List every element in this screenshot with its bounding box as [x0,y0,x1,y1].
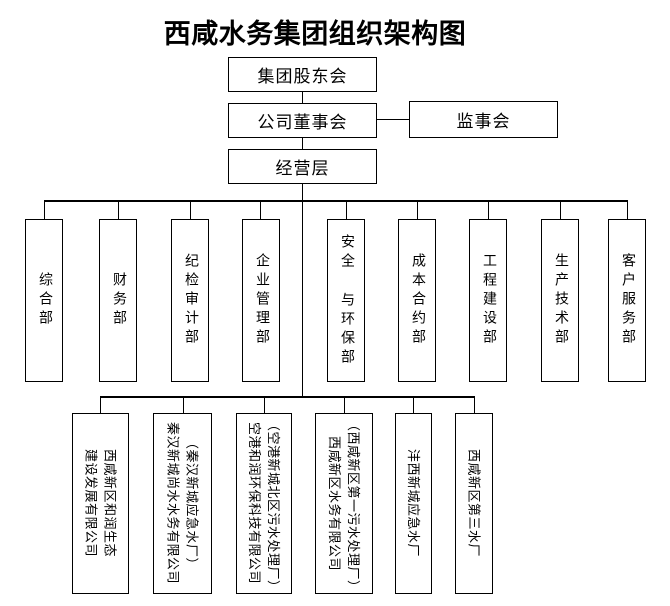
shareholders-label: 集团股东会 [257,67,348,86]
management-box: 经营层 [228,149,377,184]
dept-label: 生产技术部 [553,253,568,348]
connector-line [626,200,628,219]
connector-line [343,396,345,413]
dept-box-kehu-fuwu: 客户服务部 [608,219,646,382]
connector-line [416,200,418,219]
connector-line [189,200,191,219]
subsidiary-name-line: 西咸新区水务有限公司 [327,435,342,571]
connector-line [377,118,409,120]
dept-box-chengben-heyue: 成本合约部 [398,219,436,382]
subsidiary-name-line: 西咸新区和润生态 [102,449,118,558]
connector-line [43,200,45,219]
shareholders-box: 集团股东会 [228,57,377,92]
dept-box-qiye-guanli: 企业管理部 [242,219,280,382]
subsidiary-name-line: 西咸新区第三水厂 [466,449,482,558]
connector-line [263,396,265,413]
dept-box-zonghe: 综合部 [25,219,63,382]
board-label: 公司董事会 [257,113,348,132]
subsidiary-name-line: （西咸新区第一污水处理厂） [346,417,361,594]
connector-line [487,200,489,219]
connector-line [43,200,628,202]
dept-label: 成本合约部 [410,253,425,348]
dept-box-shengchan-jishu: 生产技术部 [541,219,579,382]
dept-label: 纪检审计部 [183,253,198,348]
subsidiary-box-fengxi-yingji: 沣西新城应急水厂 [395,413,432,594]
dept-label: 企业管理部 [254,253,269,348]
connector-line [345,200,347,219]
connector-line [259,200,261,219]
management-label: 经营层 [275,159,330,178]
subsidiary-name-line: 秦汉新城尚水水务有限公司 [165,422,181,585]
connector-line [182,396,184,413]
connector-line [412,396,414,413]
connector-line [301,138,303,149]
connector-line [473,396,475,413]
connector-line [301,184,303,398]
subsidiary-box-qinhan-shangshui: （秦汉新城应急水厂） 秦汉新城尚水水务有限公司 [153,413,212,594]
dept-label: 安全 与环保部 [339,233,354,368]
subsidiary-name-line: （空港新城北区污水处理厂） [266,417,281,594]
board-box: 公司董事会 [228,103,377,138]
connector-line [559,200,561,219]
supervisory-box: 监事会 [409,101,558,138]
subsidiary-name-line: （秦汉新城应急水厂） [184,435,200,571]
subsidiary-name-line: 建设发展有限公司 [83,449,99,558]
subsidiary-name-line: 空港和润环保科技有限公司 [247,422,262,585]
supervisory-label: 监事会 [456,112,511,131]
subsidiary-name-line: 沣西新城应急水厂 [406,449,421,558]
dept-label: 综合部 [37,272,52,329]
dept-label: 财务部 [111,272,126,329]
dept-box-gongcheng-jianshe: 工程建设部 [469,219,507,382]
connector-line [99,396,475,398]
subsidiary-box-disan-shuichang: 西咸新区第三水厂 [455,413,493,594]
dept-box-jijian-shenji: 纪检审计部 [171,219,209,382]
subsidiary-box-herun-shengtai: 西咸新区和润生态 建设发展有限公司 [72,413,129,594]
connector-line [301,92,303,103]
page-title: 西咸水务集团组织架构图 [163,19,467,49]
dept-label: 工程建设部 [481,253,496,348]
connector-line [117,200,119,219]
dept-box-anquan-huanbao: 安全 与环保部 [327,219,365,382]
subsidiary-box-konggang-herun: （空港新城北区污水处理厂） 空港和润环保科技有限公司 [236,413,292,594]
subsidiary-box-xixian-shuiwu: （西咸新区第一污水处理厂） 西咸新区水务有限公司 [315,413,373,594]
connector-line [99,396,101,413]
dept-label: 客户服务部 [620,253,635,348]
dept-box-caiwu: 财务部 [99,219,137,382]
